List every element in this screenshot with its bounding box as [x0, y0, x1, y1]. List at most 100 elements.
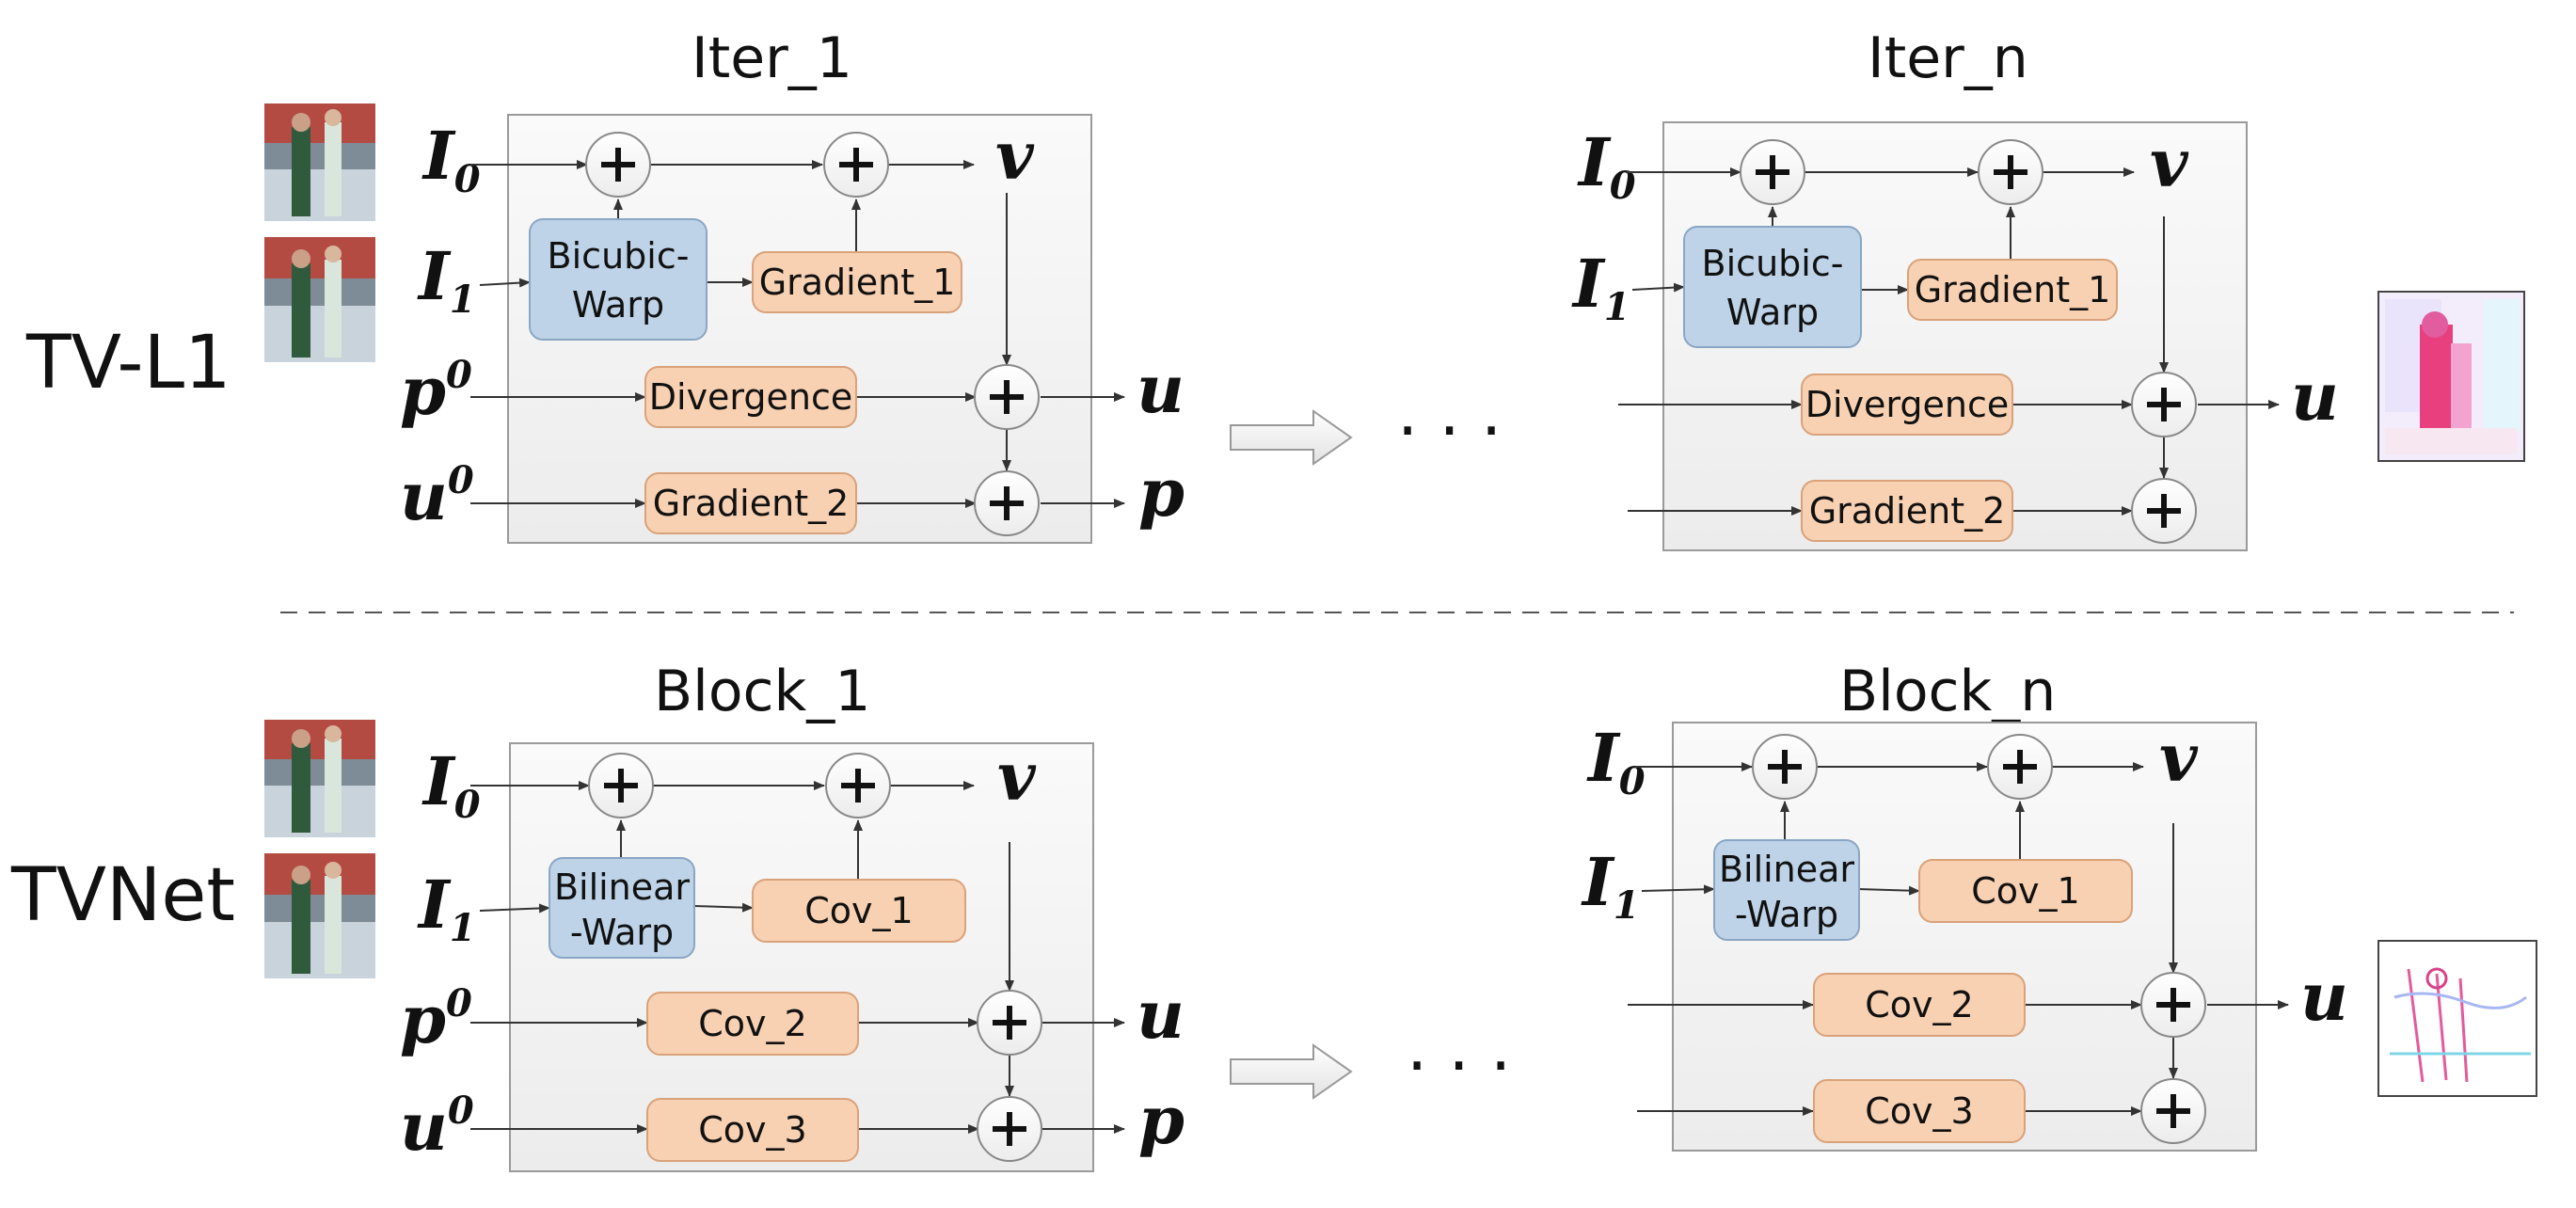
input-u0: u0	[400, 1088, 474, 1166]
svg-text:Warp: Warp	[572, 284, 664, 326]
plus-node	[588, 753, 654, 819]
plus-node	[2131, 372, 2197, 437]
input-u0: u0	[400, 457, 474, 535]
plus-node	[1978, 139, 2043, 205]
warp-module: Bilinear -Warp	[549, 857, 695, 959]
svg-text:p0: p0	[400, 352, 472, 430]
input-i1: I1	[417, 866, 476, 950]
gradient-1-module: Gradient_1	[1907, 259, 2118, 321]
plus-node	[823, 132, 889, 198]
plus-node	[825, 753, 891, 819]
svg-text:I1: I1	[1571, 245, 1630, 329]
output-u: u	[1137, 350, 1185, 428]
output-v: v	[2159, 719, 2199, 797]
continuation-arrow	[1230, 409, 1353, 466]
plus-node	[977, 990, 1042, 1056]
svg-text:Bilinear: Bilinear	[554, 866, 690, 908]
plus-node	[2140, 972, 2206, 1038]
divergence-module: Divergence	[1801, 374, 2013, 436]
input-p0: p0	[400, 352, 472, 430]
cov-3-module: Cov_3	[646, 1098, 859, 1162]
svg-text:Divergence: Divergence	[649, 376, 853, 418]
svg-text:Divergence: Divergence	[1805, 384, 2010, 425]
warp-module: Bilinear -Warp	[1713, 839, 1860, 941]
output-u: u	[2300, 958, 2348, 1036]
cov-1-module: Cov_1	[1918, 859, 2133, 923]
cov-2-module: Cov_2	[646, 992, 859, 1056]
plus-node	[1752, 734, 1818, 800]
output-u: u	[1137, 976, 1185, 1054]
flow-output-thumbnail	[2377, 940, 2537, 1097]
continuation-arrow	[1230, 1043, 1353, 1100]
svg-text:u0: u0	[400, 457, 474, 535]
output-v: v	[997, 738, 1037, 816]
input-p0: p0	[400, 980, 472, 1058]
block-title-block-1: Block_1	[654, 659, 870, 724]
svg-text:I0: I0	[421, 742, 481, 827]
input-frame-thumbnail-1	[264, 720, 375, 837]
input-frame-thumbnail-1	[264, 103, 375, 221]
ellipsis: · · ·	[1407, 1027, 1511, 1105]
svg-text:Cov_3: Cov_3	[1865, 1090, 1973, 1132]
block-title-block-n: Block_n	[1839, 659, 2056, 724]
output-u: u	[2291, 358, 2339, 436]
input-i1: I1	[1581, 843, 1640, 928]
input-i0: I0	[421, 117, 481, 201]
plus-node	[1740, 139, 1805, 205]
svg-text:I0: I0	[1577, 123, 1636, 208]
warp-module: Bicubic- Warp	[1683, 226, 1862, 348]
svg-text:Cov_1: Cov_1	[804, 890, 913, 931]
svg-text:Gradient_2: Gradient_2	[653, 483, 850, 524]
cov-2-module: Cov_2	[1813, 973, 2026, 1037]
input-i0: I0	[1586, 719, 1646, 803]
svg-text:u0: u0	[400, 1088, 474, 1166]
flow-output-thumbnail	[2377, 291, 2525, 462]
row-label-tvnet: TVNet	[10, 853, 235, 938]
row-tvl1: TV-L1 Iter_1 I0 I1	[25, 25, 2525, 551]
input-frame-thumbnail-2	[264, 237, 375, 362]
input-i0: I0	[1577, 123, 1636, 208]
svg-text:Bicubic-: Bicubic-	[1702, 243, 1844, 284]
row-label-tvl1: TV-L1	[25, 321, 231, 405]
block-title-iter-1: Iter_1	[692, 25, 852, 91]
svg-text:I1: I1	[1581, 843, 1640, 928]
svg-text:Bicubic-: Bicubic-	[548, 235, 690, 277]
cov-3-module: Cov_3	[1813, 1079, 2026, 1143]
svg-text:p0: p0	[400, 980, 472, 1058]
svg-text:-Warp: -Warp	[570, 912, 674, 953]
gradient-2-module: Gradient_2	[644, 472, 857, 534]
input-i1: I1	[1571, 245, 1630, 329]
output-p: p	[1138, 1081, 1185, 1159]
svg-text:I1: I1	[417, 237, 476, 322]
block-title-iter-n: Iter_n	[1868, 25, 2028, 91]
svg-text:Cov_3: Cov_3	[698, 1109, 806, 1151]
output-p: p	[1138, 453, 1185, 532]
cov-1-module: Cov_1	[752, 879, 966, 943]
output-v: v	[995, 117, 1035, 195]
ellipsis: · · ·	[1397, 392, 1502, 469]
plus-node	[585, 132, 651, 198]
divergence-module: Divergence	[644, 366, 857, 428]
row-tvnet: TVNet Block_1 I0 I1 p0	[10, 659, 2537, 1172]
svg-text:-Warp: -Warp	[1735, 894, 1838, 935]
gradient-1-module: Gradient_1	[752, 251, 962, 313]
input-i1: I1	[417, 237, 476, 322]
svg-text:Cov_2: Cov_2	[1865, 984, 1973, 1025]
svg-text:I1: I1	[417, 866, 476, 950]
plus-node	[977, 1096, 1042, 1162]
input-i0: I0	[421, 742, 481, 827]
svg-text:Bilinear: Bilinear	[1719, 849, 1854, 890]
svg-text:Gradient_1: Gradient_1	[759, 262, 956, 303]
svg-text:I0: I0	[1586, 719, 1646, 803]
output-v: v	[2150, 124, 2189, 202]
svg-text:Cov_2: Cov_2	[698, 1003, 806, 1044]
svg-text:Gradient_2: Gradient_2	[1809, 490, 2006, 532]
svg-text:Cov_1: Cov_1	[1971, 870, 2079, 912]
svg-text:I0: I0	[421, 117, 481, 201]
plus-node	[2140, 1078, 2206, 1144]
gradient-2-module: Gradient_2	[1801, 480, 2013, 542]
svg-text:Warp: Warp	[1726, 292, 1819, 333]
svg-text:Gradient_1: Gradient_1	[1915, 269, 2111, 310]
plus-node	[974, 470, 1040, 536]
